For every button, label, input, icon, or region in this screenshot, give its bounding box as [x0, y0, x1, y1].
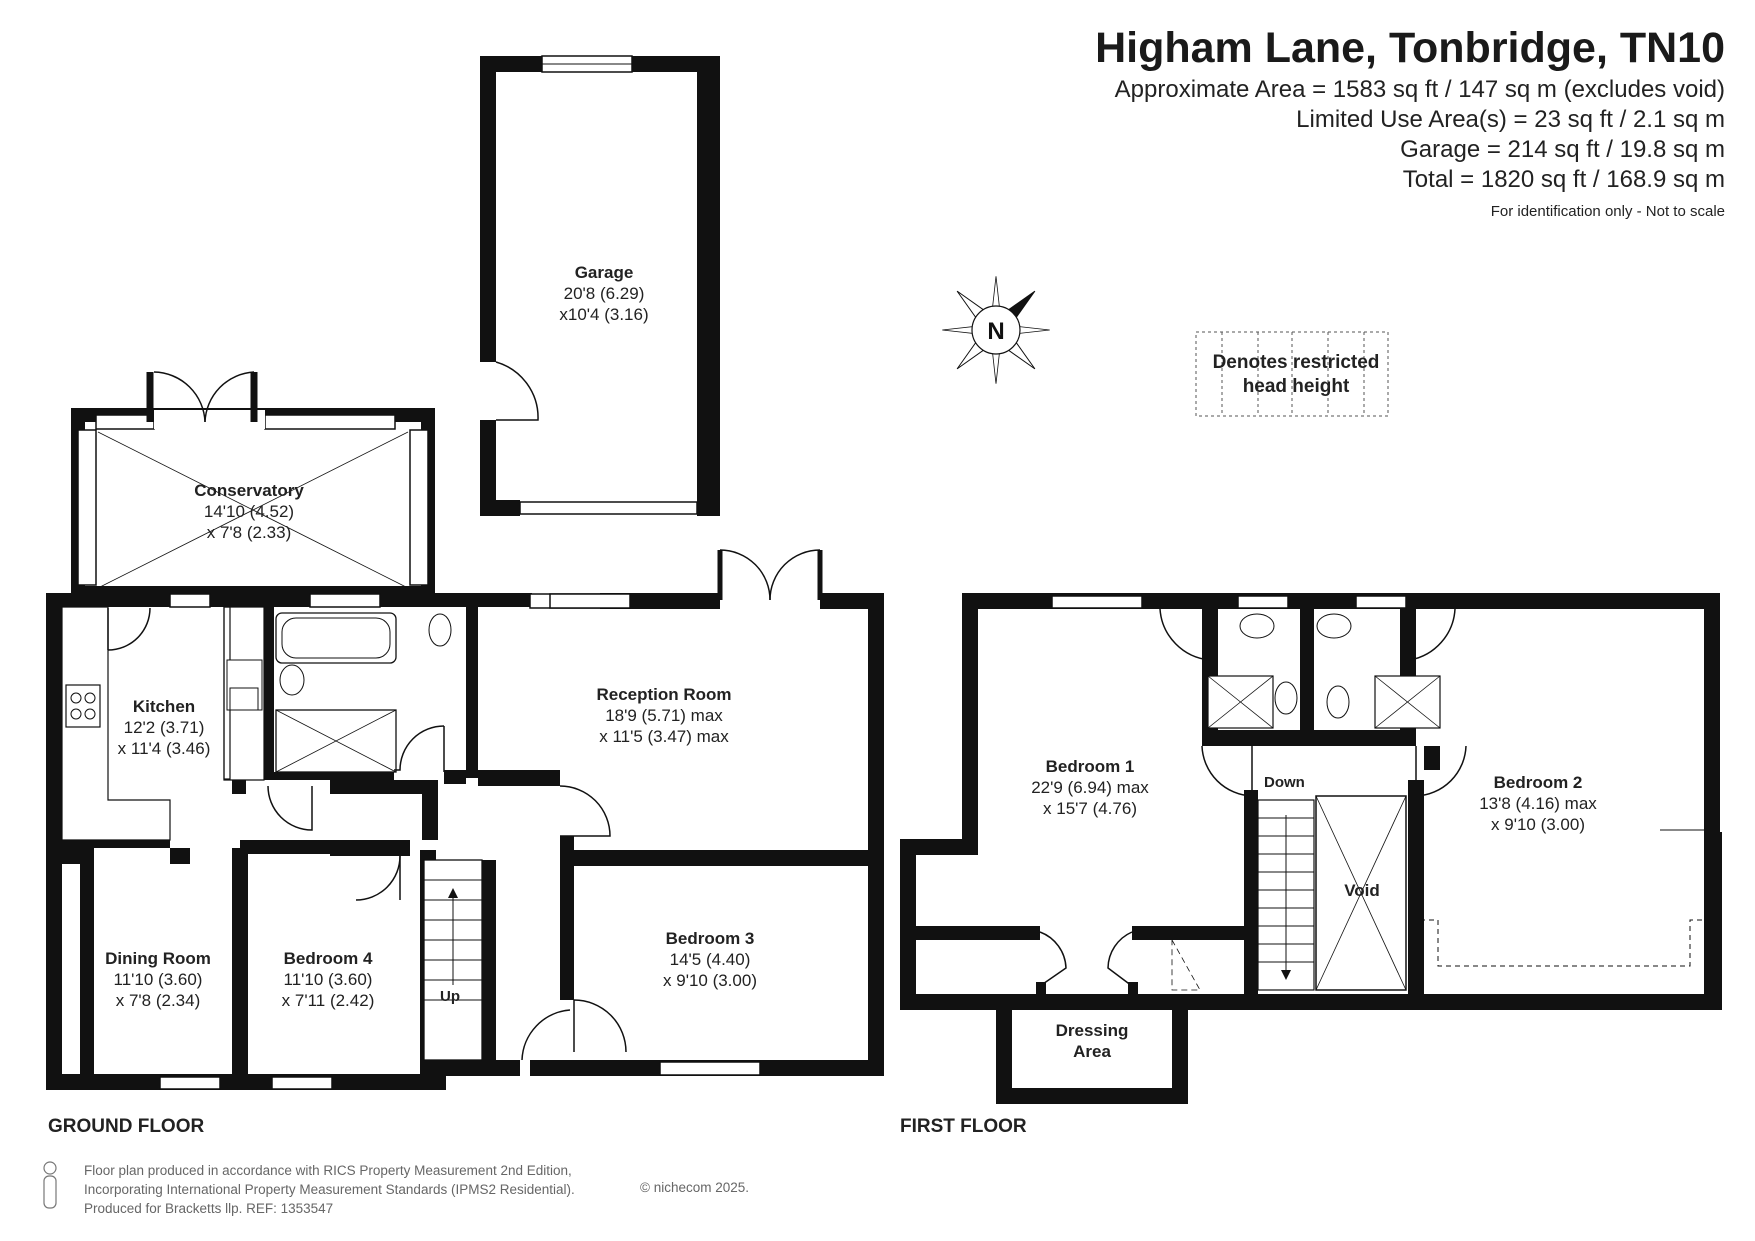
room-dim: 18'9 (5.71) max — [605, 706, 723, 725]
room-dim: 11'10 (3.60) — [283, 970, 373, 989]
room-dining: Dining Room 11'10 (3.60) x 7'8 (2.34) — [105, 948, 211, 1011]
room-dim: x 9'10 (3.00) — [663, 971, 757, 990]
room-name: Conservatory — [194, 481, 304, 500]
room-name: Reception Room — [596, 685, 732, 704]
room-bedroom-1: Bedroom 1 22'9 (6.94) max x 15'7 (4.76) — [1031, 756, 1149, 819]
person-scale-icon — [43, 1161, 57, 1209]
first-floor-walls — [900, 593, 1722, 1104]
room-dim: x 11'4 (3.46) — [117, 739, 211, 758]
room-name: Bedroom 4 — [283, 949, 373, 968]
restricted-height-legend-box — [1195, 331, 1389, 417]
room-dim: 11'10 (3.60) — [113, 970, 203, 989]
footer-line-2: Incorporating International Property Mea… — [84, 1182, 575, 1197]
room-dim: x 7'11 (2.42) — [281, 991, 375, 1010]
room-name: Dining Room — [105, 949, 211, 968]
first-floor-label: FIRST FLOOR — [900, 1116, 1027, 1137]
stairs-up-label: Up — [440, 988, 460, 1005]
footer-notes: Floor plan produced in accordance with R… — [84, 1161, 575, 1218]
room-name: Kitchen — [132, 697, 196, 716]
room-dim: x 11'5 (3.47) max — [599, 727, 729, 746]
room-dim: 14'5 (4.40) — [669, 950, 751, 969]
room-dim: x 7'8 (2.34) — [115, 991, 201, 1010]
room-bedroom-4: Bedroom 4 11'10 (3.60) x 7'11 (2.42) — [282, 948, 375, 1011]
copyright: © nichecom 2025. — [640, 1180, 750, 1195]
scale-disclaimer: For identification only - Not to scale — [1490, 203, 1725, 220]
room-dim: x 7'8 (2.33) — [206, 523, 292, 542]
room-dim: x10'4 (3.16) — [559, 305, 649, 324]
room-name: Bedroom 3 — [665, 929, 755, 948]
footer-line-3: Produced for Bracketts llp. REF: 1353547 — [84, 1201, 334, 1216]
legend-line-2: head height — [1242, 376, 1350, 397]
room-reception: Reception Room 18'9 (5.71) max x 11'5 (3… — [596, 684, 731, 747]
total-area: Total = 1820 sq ft / 168.9 sq m — [1402, 166, 1725, 193]
room-name-line-1: Dressing — [1055, 1021, 1129, 1040]
approx-area: Approximate Area = 1583 sq ft / 147 sq m… — [1114, 76, 1725, 103]
room-garage: Garage 20'8 (6.29) x10'4 (3.16) — [559, 262, 648, 325]
restricted-height-legend: Denotes restricted head height — [1198, 351, 1394, 399]
room-name: Bedroom 2 — [1493, 773, 1583, 792]
page-title: Higham Lane, Tonbridge, TN10 — [1095, 24, 1725, 72]
garage-walls — [480, 55, 720, 516]
room-dim: x 15'7 (4.76) — [1043, 799, 1137, 818]
garage-area: Garage = 214 sq ft / 19.8 sq m — [1400, 136, 1725, 163]
room-name: Void — [1344, 881, 1380, 900]
room-dim: 13'8 (4.16) max — [1479, 794, 1597, 813]
compass-icon: N — [942, 276, 1050, 384]
room-dressing-area: Dressing Area — [1056, 1020, 1129, 1062]
room-dim: 12'2 (3.71) — [123, 718, 205, 737]
room-kitchen: Kitchen 12'2 (3.71) x 11'4 (3.46) — [118, 696, 211, 759]
room-name-line-2: Area — [1073, 1042, 1111, 1061]
legend-line-1: Denotes restricted — [1212, 352, 1380, 373]
room-conservatory: Conservatory 14'10 (4.52) x 7'8 (2.33) — [194, 480, 304, 543]
ground-floor-label: GROUND FLOOR — [48, 1116, 205, 1137]
room-dim: 14'10 (4.52) — [203, 502, 295, 521]
room-name: Bedroom 1 — [1045, 757, 1135, 776]
stairs-down-label: Down — [1264, 774, 1305, 791]
compass-north-label: N — [987, 318, 1004, 345]
room-dim: 22'9 (6.94) max — [1031, 778, 1149, 797]
room-void: Void — [1344, 880, 1380, 901]
room-bedroom-2: Bedroom 2 13'8 (4.16) max x 9'10 (3.00) — [1479, 772, 1597, 835]
room-dim: 20'8 (6.29) — [563, 284, 645, 303]
ground-floor-walls — [46, 549, 884, 1090]
room-name: Garage — [574, 263, 634, 282]
room-bedroom-3: Bedroom 3 14'5 (4.40) x 9'10 (3.00) — [663, 928, 757, 991]
room-dim: x 9'10 (3.00) — [1491, 815, 1585, 834]
limited-use-area: Limited Use Area(s) = 23 sq ft / 2.1 sq … — [1296, 106, 1725, 133]
footer-line-1: Floor plan produced in accordance with R… — [84, 1163, 572, 1178]
